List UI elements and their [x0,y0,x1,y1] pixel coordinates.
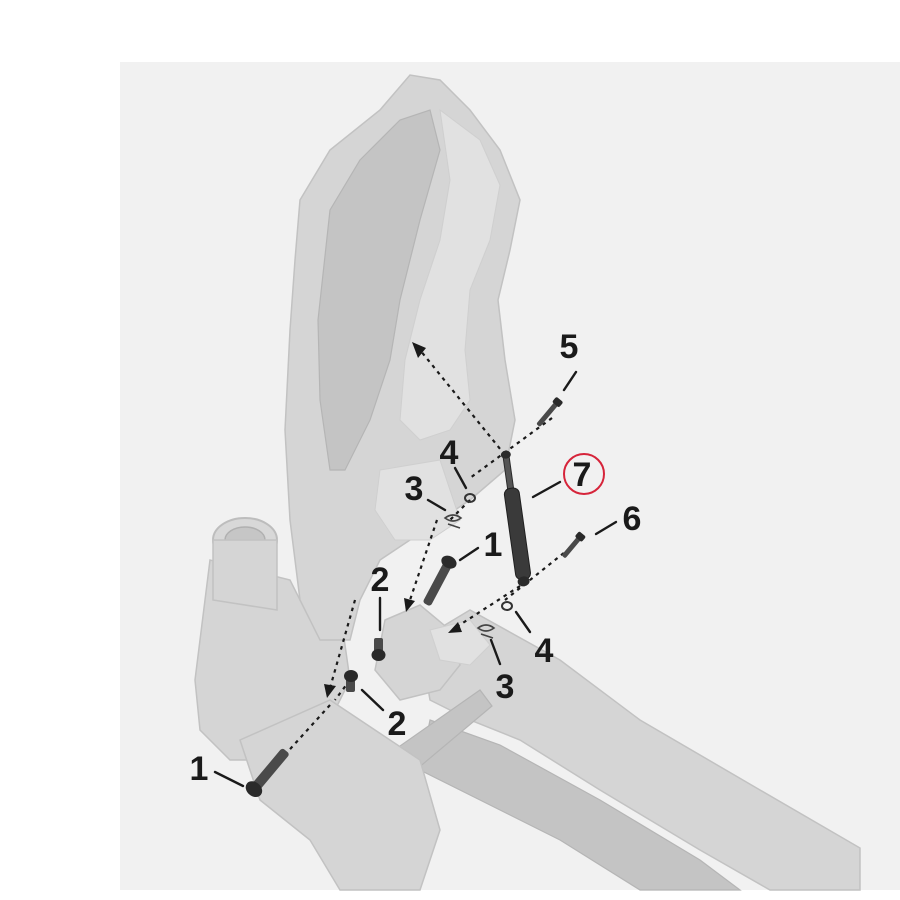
callout-4-lower: 4 [535,632,554,670]
callout-6: 6 [623,500,642,538]
gas-strut [500,450,531,587]
washer-4-upper [464,493,476,503]
frame-shell-panel [399,108,501,441]
bolt-1-lower-shank [251,748,289,792]
bolt-6-head [575,531,586,542]
bolt-1-mid-shank [423,562,451,606]
bolt-5-shank [536,401,559,427]
path-upper-to-mount [419,349,506,456]
callout-1-mid: 1 [484,526,503,564]
leader-lines [213,370,618,788]
bolt-1-mid-head [441,555,457,569]
bolt-2-lower [344,670,358,692]
callout-2-upper: 2 [371,561,390,599]
leader-5 [562,370,578,392]
hardware-parts [245,397,586,798]
path-bolt6 [504,547,571,601]
bolt-5-head [552,397,563,407]
bolt-1-lower-head [245,781,263,798]
bolt-6-shank [562,536,582,558]
path-lower-eye [454,585,521,629]
assembly-paths [281,342,571,759]
bolt-6 [562,531,586,558]
frame-leg-lower [239,699,441,891]
callout-2-lower: 2 [388,705,407,743]
pivot-tube [212,539,278,611]
bolt-1-lower [245,748,289,798]
leader-4-upper [453,466,468,490]
callout-1-left: 1 [190,750,209,788]
leader-4-lower [514,610,532,634]
arrow-lower-eye [448,622,462,633]
callout-3-lower: 3 [496,668,515,706]
frame-assembly [194,74,861,891]
callout-3-upper: 3 [405,470,424,508]
path-upper-down [408,519,439,601]
arrow-upper-mount [412,342,426,358]
leader-1-mid [458,546,480,562]
callout-5: 5 [560,328,579,366]
arrow-upper-down [404,598,415,612]
bolt-2-upper-head [371,649,386,661]
callout-4-upper: 4 [440,434,459,472]
leader-3-lower [489,638,502,666]
leader-6 [594,520,618,536]
bolt-2-lower-head [344,670,358,682]
leader-7 [531,480,562,499]
frame-rail-right [419,609,861,891]
callout-7: 7 [573,456,592,494]
frame-channel [317,109,441,471]
strut-top-eye [500,450,511,459]
lower-mount-tab [374,459,461,541]
bolt-1-mid [423,555,457,606]
path-bolt5 [469,417,553,479]
bolt-5 [536,397,563,427]
leader-3-upper [426,498,447,512]
strut-bottom-eye [517,576,530,587]
clip-3-lower [476,624,496,639]
arrow-pivot-left [324,684,336,698]
leader-1-left [213,770,245,788]
washer-4-lower [501,601,513,611]
callout-labels: 5 4 3 7 6 1 2 4 3 2 1 [190,328,642,788]
bolt-2-upper [371,638,386,661]
clip-3-upper [443,514,463,529]
frame-rail-lower [419,719,742,891]
callout-7-highlight-ring [563,453,605,495]
leader-2-lower [360,688,385,712]
